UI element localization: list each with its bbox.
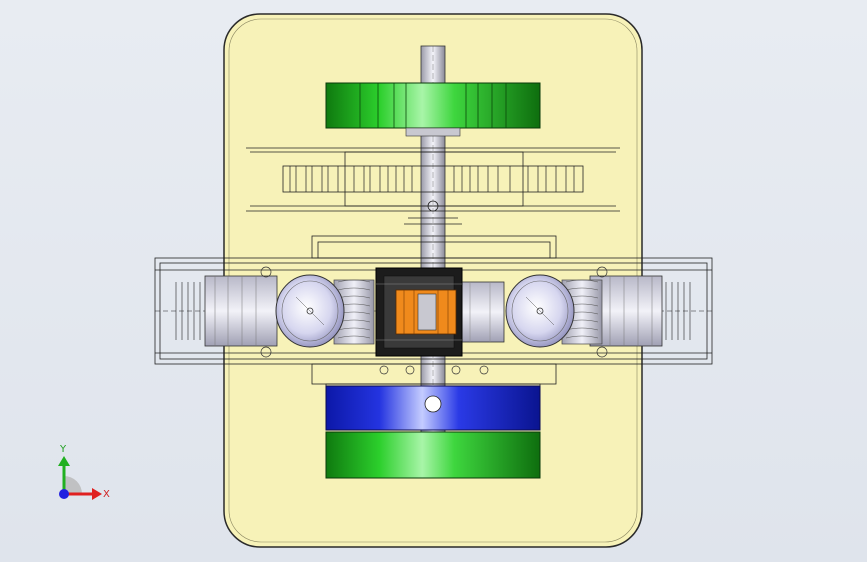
x-axis-head bbox=[92, 488, 102, 500]
coordinate-triad[interactable]: Y X bbox=[58, 444, 110, 500]
z-axis-dot bbox=[59, 489, 69, 499]
x-axis-label: X bbox=[103, 489, 110, 500]
y-axis-head bbox=[58, 456, 70, 466]
triad-plane-icon bbox=[64, 476, 82, 494]
center-bearing bbox=[375, 267, 463, 357]
piston-left bbox=[275, 274, 345, 348]
wire-housing-upper bbox=[246, 147, 620, 225]
cylinder-left bbox=[204, 275, 278, 347]
bolts bbox=[260, 266, 608, 375]
piston-body-right bbox=[457, 281, 505, 343]
y-axis-label: Y bbox=[59, 444, 67, 455]
blue-collar bbox=[325, 385, 541, 431]
top-gear bbox=[325, 82, 541, 137]
bottom-gear bbox=[325, 431, 541, 479]
piston-right bbox=[505, 274, 575, 348]
